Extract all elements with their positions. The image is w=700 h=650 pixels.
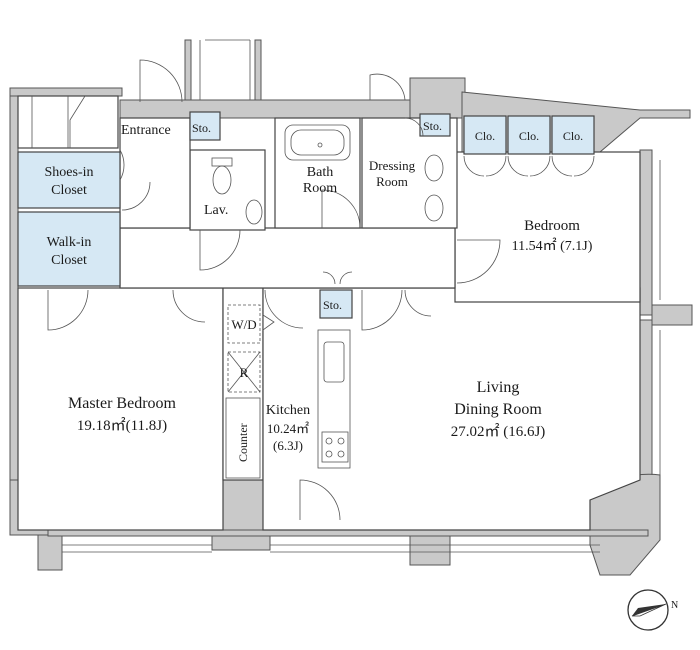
room-labels: Entrance Sto. Sto. Sto. Shoes-in Closet … [45, 119, 593, 462]
living-area: 27.02㎡ (16.6J) [451, 423, 546, 440]
bedroom-area: 11.54㎡ (7.1J) [512, 238, 593, 254]
walk-in-closet [17, 211, 121, 287]
sto-entrance-box [189, 111, 221, 141]
sto-dressing-box [419, 113, 451, 137]
kitchen-area: 10.24㎡ [267, 421, 309, 436]
sto-entrance-label: Sto. [192, 121, 211, 135]
clo-3-label: Clo. [563, 129, 583, 143]
master-bedroom-area: 19.18㎡(11.8J) [77, 417, 167, 434]
fridge-label: R [240, 365, 249, 380]
closets [17, 111, 595, 319]
living-label-line1: Living [477, 379, 520, 396]
walk-in-closet-label-line1: Walk-in [47, 235, 92, 250]
balcony-rail [62, 160, 661, 553]
shoes-in-closet-label-line1: Shoes-in [45, 165, 94, 180]
clo-box-3 [551, 115, 595, 155]
walk-in-closet-label-line2: Closet [51, 253, 87, 268]
sto-kitchen-box [319, 289, 353, 319]
living-label-line2: Dining Room [454, 401, 542, 418]
clo-1-label: Clo. [475, 129, 495, 143]
kitchen-jo: (6.3J) [273, 438, 303, 453]
kitchen-name: Kitchen [266, 403, 310, 418]
entrance-label: Entrance [121, 123, 171, 138]
dressing-room-label-line1: Dressing [369, 158, 416, 173]
sto-dressing-label: Sto. [423, 119, 442, 133]
counter-label: Counter [236, 423, 250, 462]
room-outlines [17, 95, 641, 531]
bedroom-name: Bedroom [524, 218, 580, 234]
master-bedroom-name: Master Bedroom [68, 395, 177, 412]
doors [31, 39, 595, 521]
compass-icon: N [627, 589, 678, 631]
wd-label: W/D [231, 317, 256, 332]
sto-kitchen-label: Sto. [323, 298, 342, 312]
clo-2-label: Clo. [519, 129, 539, 143]
bath-room-label-line2: Room [303, 181, 337, 196]
fixtures [211, 124, 444, 479]
clo-box-2 [507, 115, 551, 155]
bath-room-label-line1: Bath [307, 165, 333, 180]
lav-label: Lav. [204, 203, 228, 218]
compass-n-label: N [671, 600, 678, 611]
dressing-room-label-line2: Room [376, 174, 408, 189]
shoes-in-closet [17, 151, 121, 209]
clo-box-1 [463, 115, 507, 155]
shoes-in-closet-label-line2: Closet [51, 183, 87, 198]
